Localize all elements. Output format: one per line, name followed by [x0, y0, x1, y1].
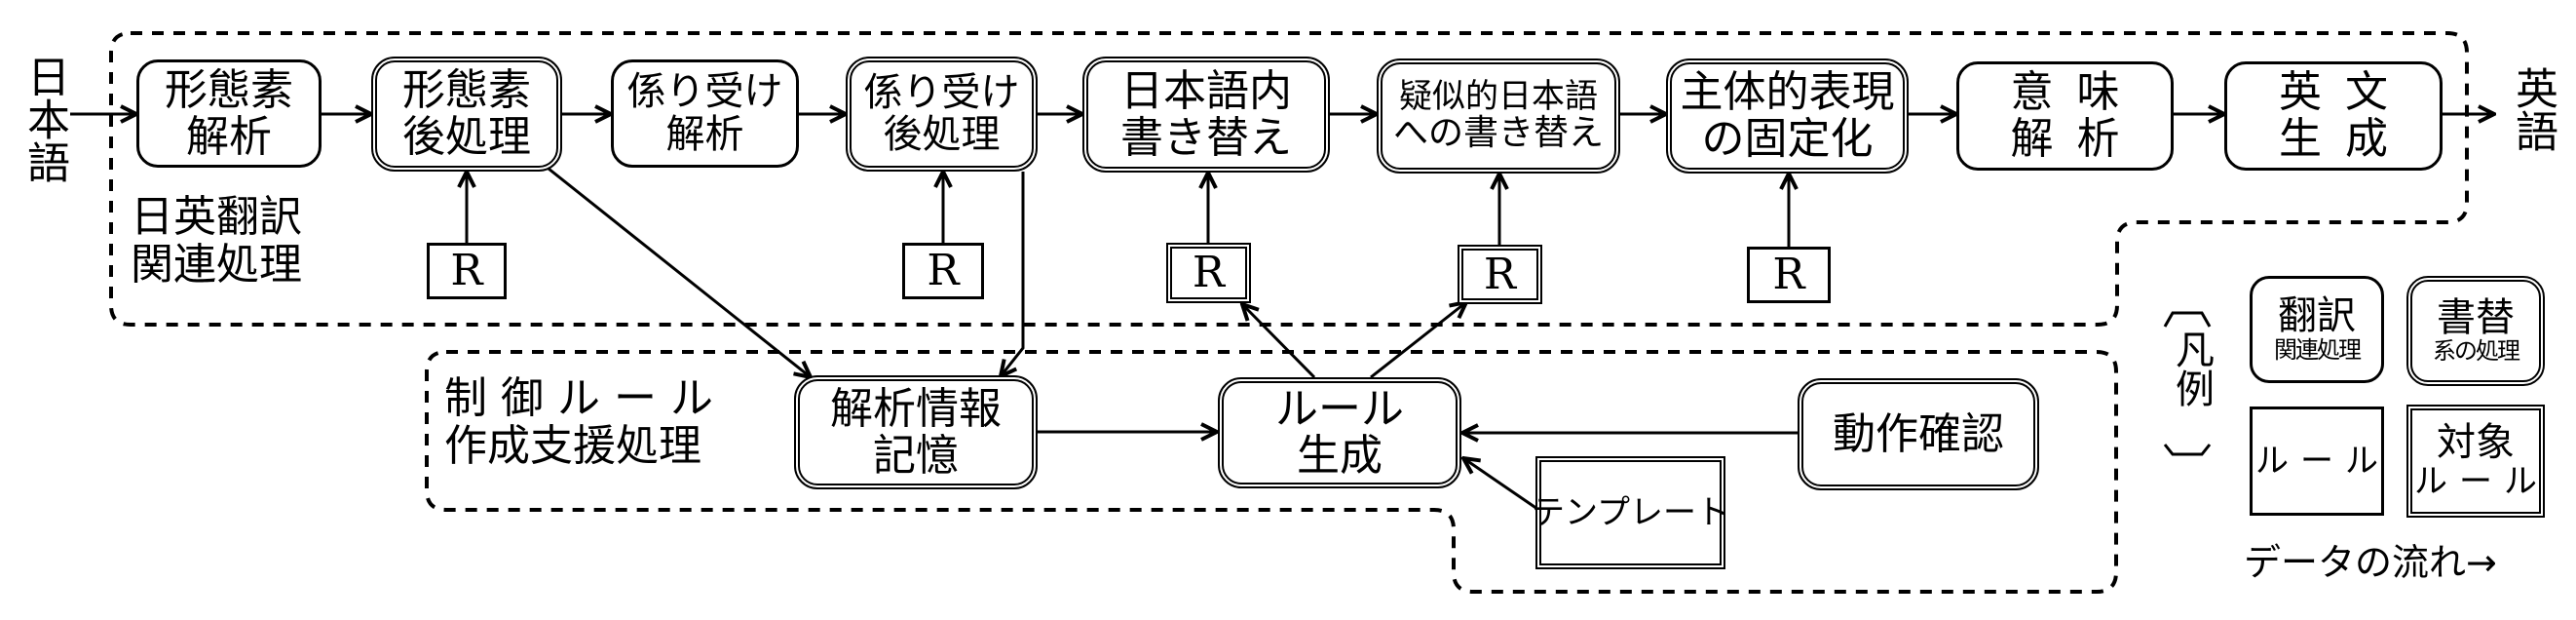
node-subject-fix[interactable]: 主体的表現 の固定化	[1666, 58, 1909, 174]
arrow-morph-to-store	[548, 167, 811, 377]
rule-box-dep-post[interactable]: R	[902, 243, 984, 299]
target-rule-box-pseudo-ja[interactable]: R	[1458, 245, 1542, 304]
region-rule-support-outline	[425, 350, 2118, 594]
arrow-dep-to-store	[1001, 172, 1025, 376]
rule-box-subject-fix[interactable]: R	[1747, 247, 1831, 303]
node-rule-generation[interactable]: ルール 生成	[1218, 377, 1461, 488]
legend-target-rule: 対象 ルール	[2406, 405, 2545, 518]
region-title-rule-support: 制御ルール 作成支援処理	[444, 373, 727, 472]
legend-bracket	[2163, 311, 2212, 456]
arrow-rulegen-to-r4	[1370, 302, 1466, 379]
legend-rule: ルール	[2250, 407, 2384, 516]
arrow-rulegen-to-r3	[1242, 304, 1316, 379]
legend-data-flow: データの流れ→	[2244, 541, 2497, 584]
pipeline-arrows	[70, 114, 2494, 511]
node-morph-post[interactable]: 形態素 後処理	[371, 57, 562, 172]
node-morph-analysis[interactable]: 形態素 解析	[136, 59, 322, 168]
node-operation-check[interactable]: 動作確認	[1798, 378, 2039, 490]
node-dep-analysis[interactable]: 係り受け 解析	[611, 59, 799, 168]
arrow-template-to-rulegen	[1463, 458, 1538, 511]
target-rule-box-ja-rewrite[interactable]: R	[1166, 243, 1251, 303]
node-analysis-store[interactable]: 解析情報 記憶	[794, 375, 1038, 489]
node-ja-rewrite[interactable]: 日本語内 書き替え	[1082, 57, 1330, 173]
node-en-generation[interactable]: 英文 生成	[2224, 61, 2443, 171]
rule-box-morph-post[interactable]: R	[427, 243, 507, 299]
legend-title: 凡例	[2169, 329, 2214, 407]
region-title-translation: 日英翻訳 関連処理	[131, 192, 302, 291]
node-semantic-analysis[interactable]: 意味 解析	[1956, 61, 2174, 171]
legend-rewrite-node: 書替 系の処理	[2406, 276, 2545, 386]
input-label-japanese: 日本語	[19, 55, 69, 183]
node-pseudo-ja-rewrite[interactable]: 疑似的日本語 への書き替え	[1377, 58, 1620, 174]
node-dep-post[interactable]: 係り受け 後処理	[846, 57, 1038, 172]
legend-translation-node: 翻訳 関連処理	[2250, 276, 2384, 383]
output-label-english: 英語	[2508, 66, 2557, 152]
node-template[interactable]: テンプレート	[1532, 456, 1729, 569]
